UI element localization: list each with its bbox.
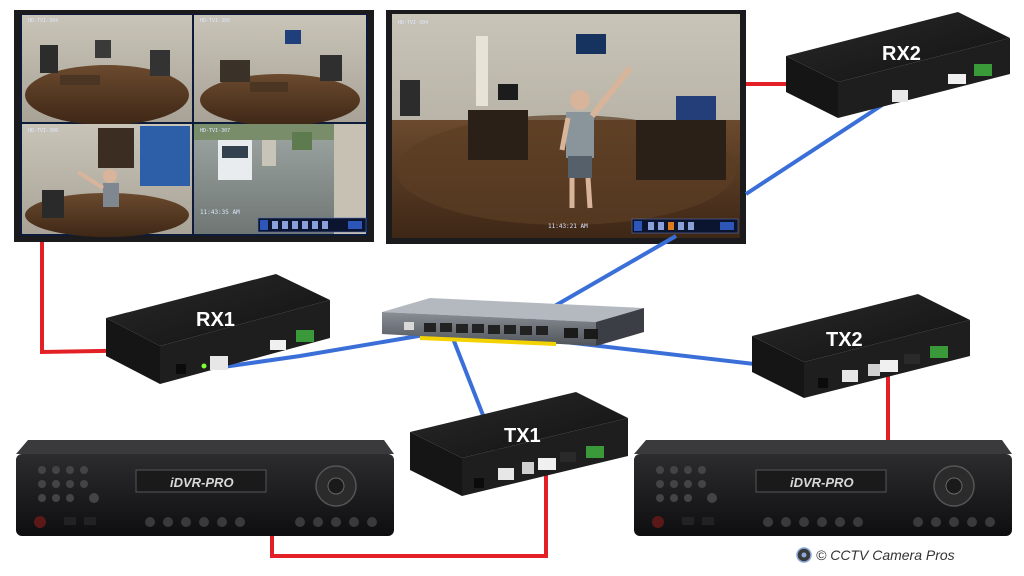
camera-title-right: HD-TVI-304 <box>398 20 428 26</box>
playback-toolbar-right <box>631 218 739 234</box>
monitor-right: HD-TVI-304 11:43:21 AM <box>386 10 746 244</box>
dvr-right: iDVR-PRO <box>634 440 1012 536</box>
rx2-label: RX2 <box>882 43 921 65</box>
credit-text: © CCTV Camera Pros <box>816 547 955 563</box>
rx1-receiver: RX1 <box>106 274 330 384</box>
timestamp-right: 11:43:21 AM <box>548 223 588 230</box>
dvr-right-buttons <box>763 517 995 527</box>
dvr-right-keypad <box>656 466 717 503</box>
tx1-transmitter: TX1 <box>410 392 628 496</box>
network-cable-rx1-switch <box>215 332 431 370</box>
camera-view-4: HD-TVI-307 <box>194 124 366 234</box>
camera-title-4: HD-TVI-307 <box>200 128 230 134</box>
timestamp-left: 11:43:35 AM <box>200 209 240 216</box>
hdmi-cable-dvr-left-tx1 <box>270 472 548 558</box>
credit-watermark: © CCTV Camera Pros <box>796 547 955 563</box>
camera-view-2: HD-TVI-305 <box>194 15 366 126</box>
camera-view-1: HD-TVI-304 <box>22 15 192 125</box>
camera-title-3: HD-TVI-306 <box>28 128 58 134</box>
dvr-left-brand: iDVR-PRO <box>170 475 234 490</box>
tx2-transmitter: TX2 <box>752 294 970 398</box>
dvr-left-keypad <box>38 466 99 503</box>
tx2-label: TX2 <box>826 329 863 351</box>
tx1-label: TX1 <box>504 425 541 447</box>
rx1-label: RX1 <box>196 309 235 331</box>
camera-title-1: HD-TVI-304 <box>28 18 58 24</box>
dvr-left: iDVR-PRO <box>16 440 394 536</box>
dvr-right-brand: iDVR-PRO <box>790 475 854 490</box>
dvr-left-buttons <box>145 517 377 527</box>
camera-view-3: HD-TVI-306 <box>22 124 192 237</box>
network-cable-switch-rx2 <box>744 94 898 196</box>
rx2-receiver: RX2 <box>786 12 1010 118</box>
monitor-left: HD-TVI-304 HD-TVI-305 HD-TVI-306 <box>14 10 374 242</box>
camera-title-2: HD-TVI-305 <box>200 18 230 24</box>
playback-toolbar-left <box>257 217 367 233</box>
network-switch <box>382 298 644 346</box>
